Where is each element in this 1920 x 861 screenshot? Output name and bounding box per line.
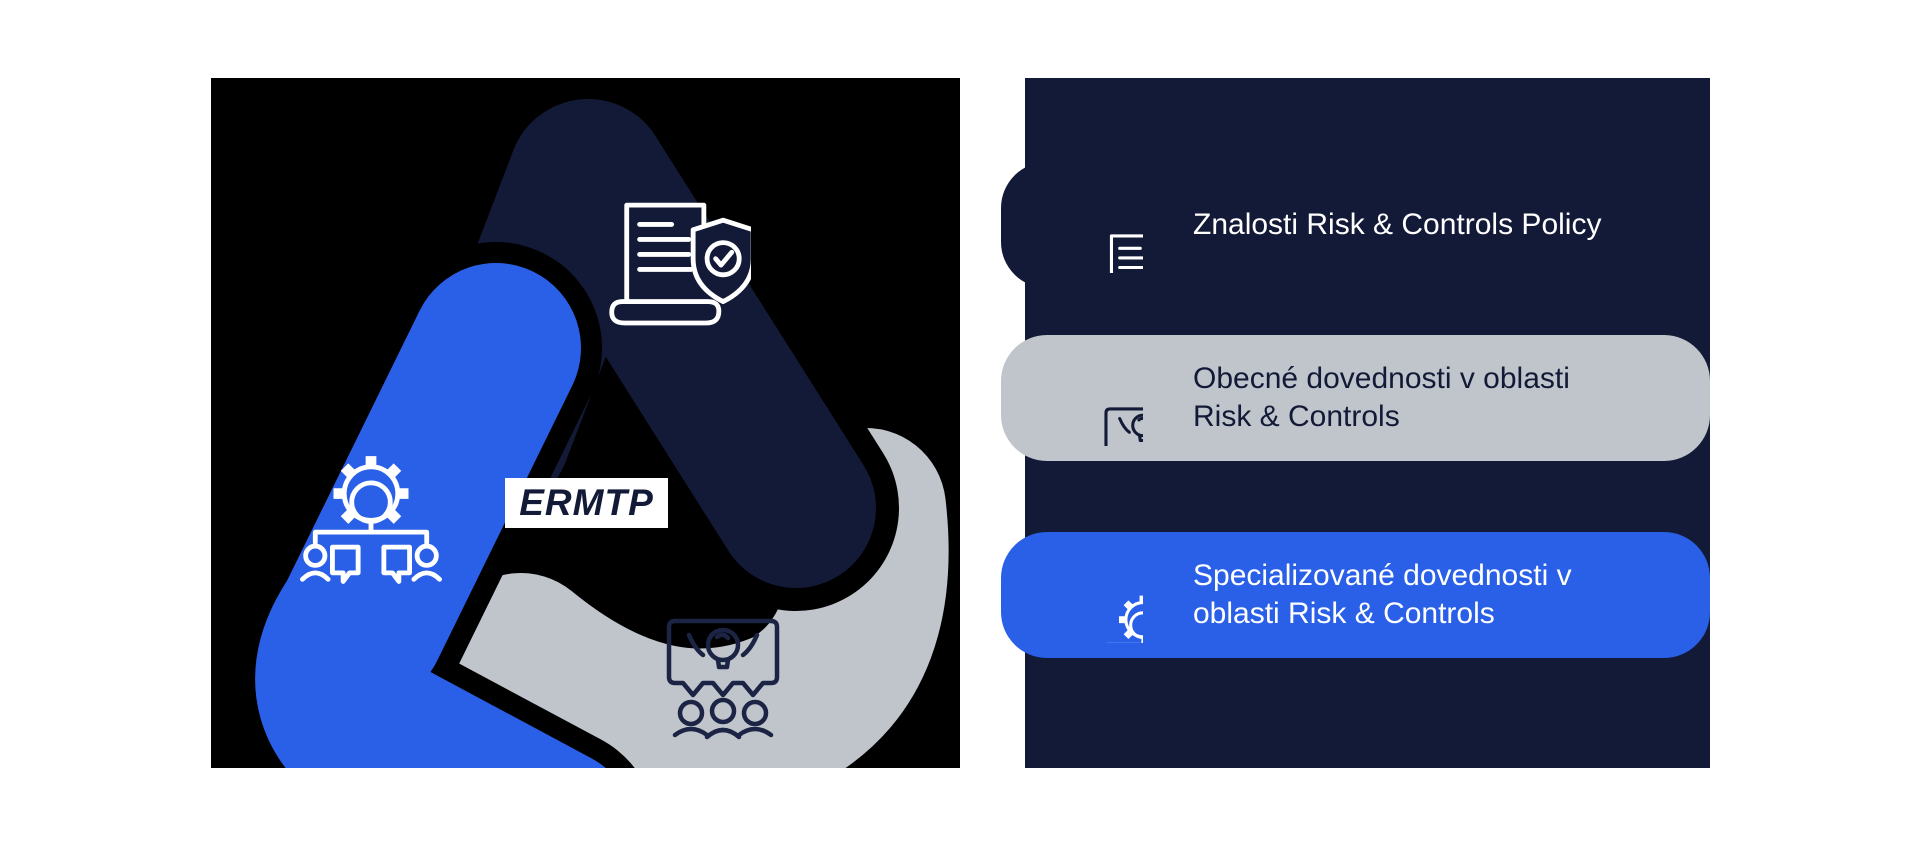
triangle-loop-graphic [211,78,960,768]
legend-item-general-skills: Obecné dovednosti v oblasti Risk & Contr… [1001,335,1710,461]
legend-line: Risk & Controls [1193,400,1400,433]
people-lightbulb-icon [1047,350,1143,446]
gear-people-icon [1047,547,1143,643]
legend-panel: Znalosti Risk & Controls Policy Obecné d… [1001,78,1710,768]
legend-line: oblasti Risk & Controls [1193,597,1495,630]
legend-item-general-skills-text: Obecné dovednosti v oblasti Risk & Contr… [1193,335,1570,461]
legend-item-policy-text: Znalosti Risk & Controls Policy [1193,162,1601,288]
ermtp-triangle-diagram: ERMTP [211,78,960,768]
legend-line: Specializované dovednosti v [1193,559,1572,592]
ermtp-label: ERMTP [519,482,654,523]
document-shield-icon [1047,177,1143,273]
legend-item-policy: Znalosti Risk & Controls Policy [1001,162,1710,288]
legend-item-specialized-skills: Specializované dovednosti v oblasti Risk… [1001,532,1710,658]
legend-line: Znalosti Risk & Controls Policy [1193,208,1602,241]
specialized-skills-arm [255,263,605,768]
general-skills-arm [441,428,949,768]
legend-line: Obecné dovednosti v oblasti [1193,362,1570,395]
legend-item-specialized-skills-text: Specializované dovednosti v oblasti Risk… [1193,532,1572,658]
ermtp-label-box: ERMTP [505,478,668,528]
